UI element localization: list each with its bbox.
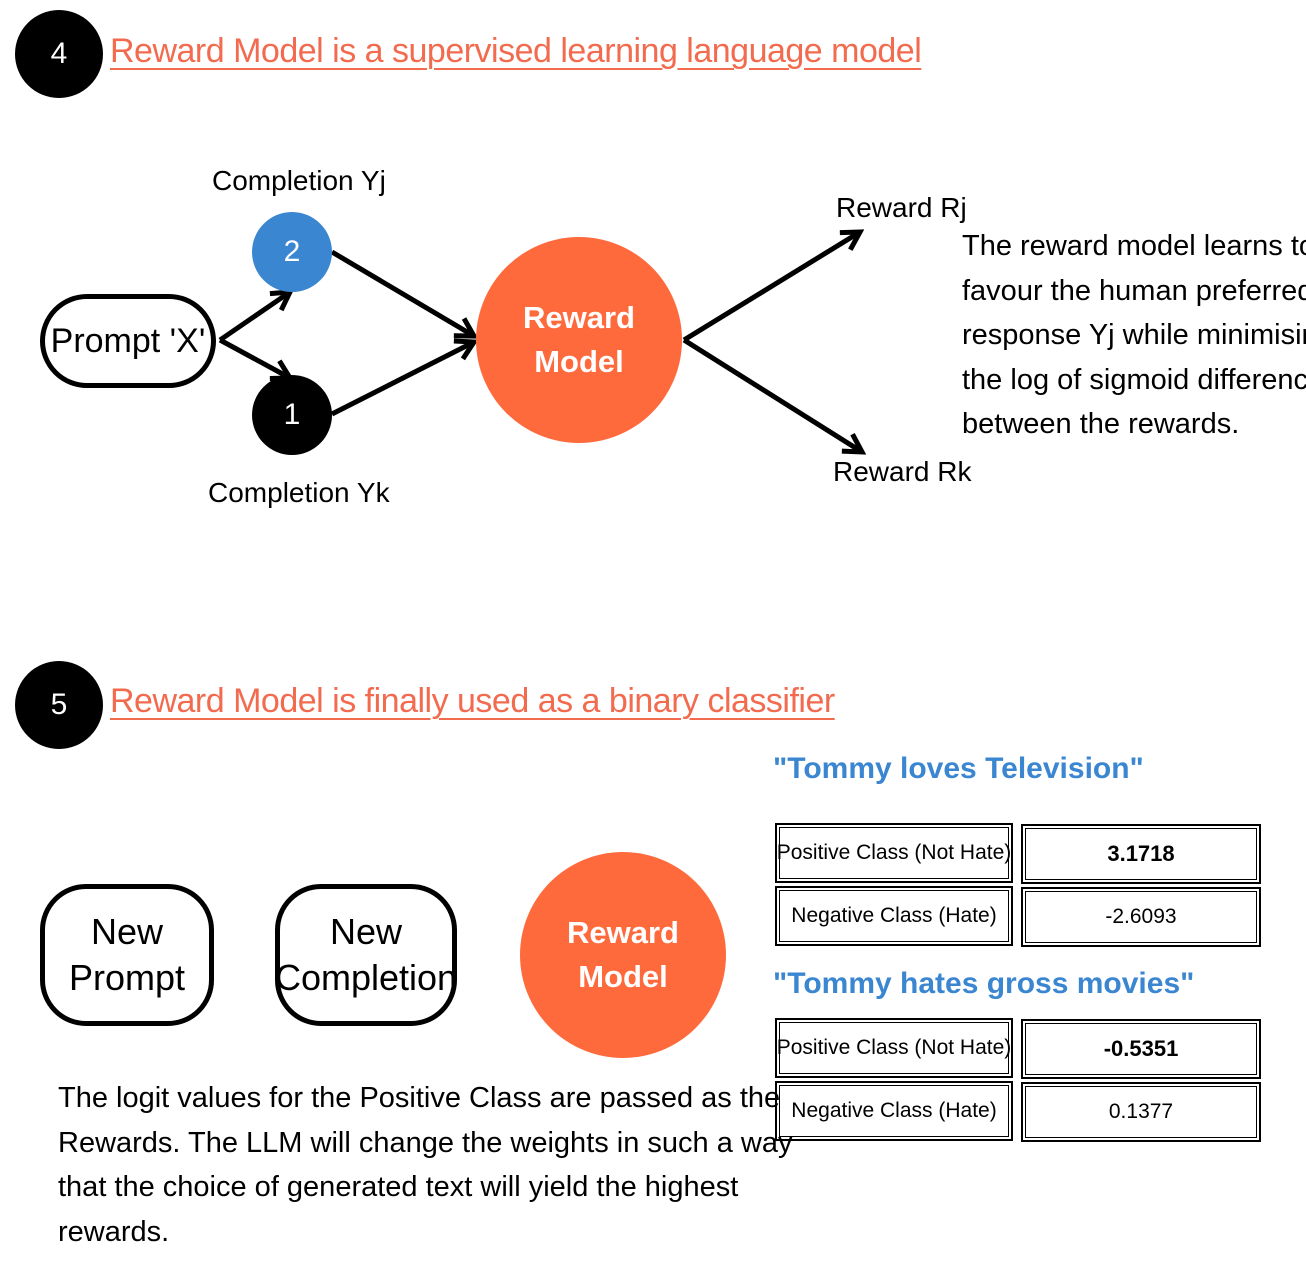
explanation-4-line: The reward model learns to	[962, 230, 1306, 262]
arrow-yk-to-reward	[330, 338, 479, 417]
prompt-x-node: Prompt 'X'	[40, 294, 216, 388]
step-4-badge: 4	[15, 10, 103, 98]
reward-model-4-line2: Model	[534, 344, 624, 379]
example-2-positive-value: -0.5351	[1021, 1019, 1261, 1079]
step-5-badge: 5	[15, 661, 103, 749]
completion-yj-node: 2	[252, 212, 332, 292]
arrow-yj-to-reward	[330, 249, 479, 339]
reward-rj-label: Reward Rj	[836, 192, 967, 223]
section-4-heading[interactable]: Reward Model is a supervised learning la…	[110, 32, 922, 70]
section-5-explanation: The logit values for the Positive Class …	[58, 1076, 793, 1254]
section-5-heading[interactable]: Reward Model is finally used as a binary…	[110, 682, 835, 720]
example-1-negative-value: -2.6093	[1021, 887, 1261, 947]
explanation-5-line: The logit values for the Positive Class …	[58, 1082, 781, 1114]
new-completion-node: New Completion	[275, 884, 457, 1026]
example-2-negative-value: 0.1377	[1021, 1082, 1261, 1142]
example-1-positive-label: Positive Class (Not Hate)	[775, 823, 1013, 883]
arrow-reward-to-rk	[682, 337, 867, 455]
completion-yj-label: Completion Yj	[212, 165, 386, 196]
step-4-number: 4	[50, 37, 68, 70]
arrow-prompt-to-yj	[218, 289, 295, 343]
example-2-quote: "Tommy hates gross movies"	[773, 967, 1195, 1000]
new-prompt-line1: New	[90, 911, 164, 952]
step-5-number: 5	[50, 688, 68, 721]
example-1-quote: "Tommy loves Television"	[773, 752, 1144, 785]
reward-rk-label: Reward Rk	[833, 456, 972, 487]
arrow-prompt-to-yk	[218, 337, 295, 381]
new-completion-line2: Completion	[274, 957, 458, 998]
completion-yk-node: 1	[252, 375, 332, 455]
completion-yk-number: 1	[283, 398, 301, 431]
prompt-x-label: Prompt 'X'	[50, 321, 206, 360]
example-2-negative-label: Negative Class (Hate)	[775, 1081, 1013, 1141]
reward-model-4-line1: Reward	[523, 300, 635, 335]
explanation-4-line: response Yj while minimising	[962, 319, 1306, 351]
example-1-positive-value: 3.1718	[1021, 824, 1261, 884]
reward-model-5-line2: Model	[578, 959, 668, 994]
new-completion-line1: New	[329, 911, 403, 952]
reward-model-node-5: Reward Model	[520, 852, 726, 1058]
new-prompt-line2: Prompt	[68, 957, 186, 998]
example-1-negative-label: Negative Class (Hate)	[775, 886, 1013, 946]
reward-model-5-line1: Reward	[567, 915, 679, 950]
reward-model-node-4: Reward Model	[476, 237, 682, 443]
example-2-positive-label: Positive Class (Not Hate)	[775, 1018, 1013, 1078]
explanation-4-line: favour the human preferred	[962, 274, 1306, 307]
explanation-5-line: Rewards. The LLM will change the weights…	[58, 1126, 793, 1159]
new-prompt-node: New Prompt	[40, 884, 214, 1026]
explanation-5-line: rewards.	[58, 1215, 170, 1248]
completion-yj-number: 2	[283, 235, 301, 268]
explanation-4-line: the log of sigmoid difference	[962, 363, 1306, 396]
explanation-4-line: between the rewards.	[962, 408, 1240, 440]
explanation-5-line: that the choice of generated text will y…	[58, 1171, 739, 1203]
completion-yk-label: Completion Yk	[208, 477, 390, 508]
section-4-explanation: The reward model learns to favour the hu…	[962, 224, 1306, 447]
arrow-reward-to-rj	[682, 229, 865, 343]
